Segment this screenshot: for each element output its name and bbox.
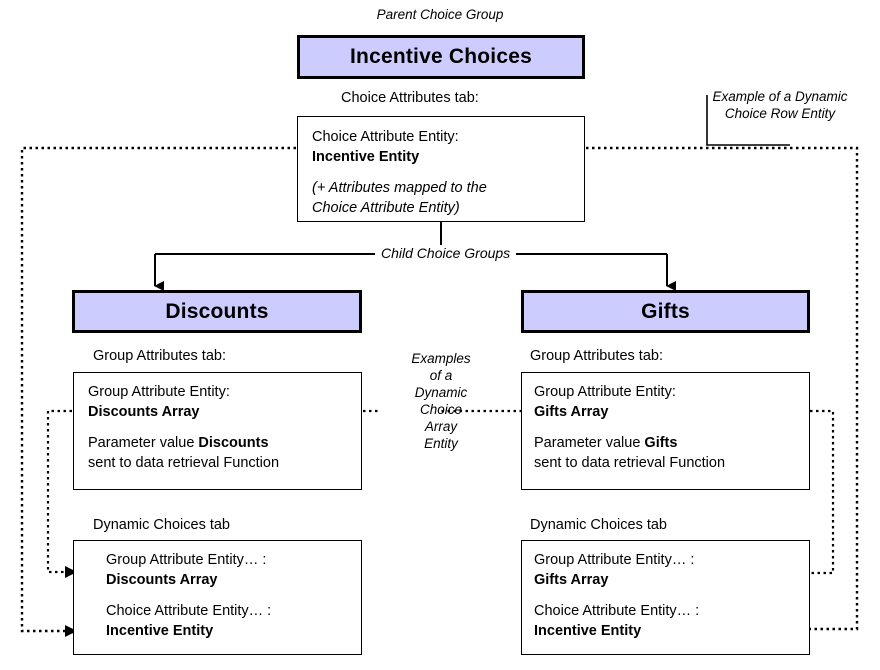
dynamic-choice-row-note-line2: Choice Row Entity [724, 106, 836, 121]
parent-group-box-incentive-choices[interactable]: Incentive Choices [297, 35, 585, 79]
dynamic-choice-array-entity-note: Examples of a Dynamic Choice Array Entit… [386, 350, 496, 452]
parameter-value-text-gifts: Parameter value Gifts sent to data retri… [534, 433, 797, 473]
spacer [88, 590, 349, 601]
group-attributes-panel-discounts[interactable]: Group Attribute Entity: Discounts Array … [73, 372, 362, 490]
spacer [534, 590, 797, 601]
parent-group-label: Incentive Choices [350, 45, 532, 68]
child-choice-groups-label: Child Choice Groups [375, 245, 517, 261]
child-group-label-discounts: Discounts [165, 299, 269, 323]
choice-attribute-entity-label: Choice Attribute Entity: [312, 129, 459, 145]
child-group-label-gifts: Gifts [641, 299, 690, 323]
group-attributes-tab-caption-discounts: Group Attributes tab: [93, 348, 226, 364]
parameter-value-discounts: Discounts [198, 435, 269, 451]
dynamic-choices-panel-gifts[interactable]: Group Attribute Entity… : Gifts Array Ch… [521, 540, 810, 655]
parameter-value-suffix-discounts: sent to data retrieval Function [88, 455, 280, 471]
mapped-attributes-note-line2: Choice Attribute Entity) [312, 200, 460, 216]
group-attributes-panel-gifts[interactable]: Group Attribute Entity: Gifts Array Para… [521, 372, 810, 490]
group-attribute-entity-label-discounts: Group Attribute Entity: [88, 384, 230, 400]
child-group-box-discounts[interactable]: Discounts [72, 290, 362, 333]
group-attribute-entity-label-gifts: Group Attribute Entity: [534, 384, 676, 400]
dynamic-choice-attribute-value-discounts: Incentive Entity [106, 623, 214, 639]
parameter-value-suffix-gifts: sent to data retrieval Function [534, 455, 726, 471]
group-attribute-entity-value-gifts: Gifts Array [534, 404, 609, 420]
parent-choice-group-note: Parent Choice Group [376, 7, 504, 22]
dynamic-choices-tab-caption-gifts: Dynamic Choices tab [530, 517, 667, 533]
center-note-line-4: Choice [419, 402, 463, 417]
dynamic-group-attribute-value-gifts: Gifts Array [534, 572, 609, 588]
mapped-attributes-note-line1: (+ Attributes mapped to the [312, 180, 487, 196]
child-group-box-gifts[interactable]: Gifts [521, 290, 810, 333]
dynamic-choices-panel-discounts[interactable]: Group Attribute Entity… : Discounts Arra… [73, 540, 362, 655]
choice-attribute-entity-value: Incentive Entity [312, 149, 420, 165]
parameter-value-gifts: Gifts [644, 435, 678, 451]
group-attributes-tab-caption-gifts: Group Attributes tab: [530, 348, 663, 364]
spacer [312, 167, 572, 178]
dynamic-group-attribute-value-discounts: Discounts Array [106, 572, 218, 588]
dynamic-choice-attribute-label-discounts: Choice Attribute Entity… : [106, 603, 272, 619]
parameter-value-prefix-discounts: Parameter value [88, 435, 199, 451]
dynamic-choice-attribute-label-gifts: Choice Attribute Entity… : [534, 603, 700, 619]
parameter-value-prefix-gifts: Parameter value [534, 435, 645, 451]
dynamic-choice-attribute-value-gifts: Incentive Entity [534, 623, 642, 639]
dynamic-group-attribute-label-discounts: Group Attribute Entity… : [106, 552, 267, 568]
dynamic-choice-row-entity-note: Example of a Dynamic Choice Row Entity [680, 88, 880, 122]
dynamic-choice-row-note-line1: Example of a Dynamic [712, 89, 848, 104]
choice-attributes-panel[interactable]: Choice Attribute Entity: Incentive Entit… [297, 116, 585, 222]
spacer [88, 422, 349, 433]
center-note-line-5: Array [424, 419, 458, 434]
center-note-line-2: of a [429, 368, 453, 383]
choice-attributes-tab-caption: Choice Attributes tab: [341, 90, 479, 106]
group-attribute-entity-value-discounts: Discounts Array [88, 404, 200, 420]
spacer [534, 422, 797, 433]
center-note-line-6: Entity [424, 436, 458, 451]
center-note-line-1: Examples [411, 351, 471, 366]
parameter-value-text-discounts: Parameter value Discounts sent to data r… [88, 433, 349, 473]
dynamic-group-attribute-label-gifts: Group Attribute Entity… : [534, 552, 695, 568]
center-note-line-3: Dynamic [414, 385, 468, 400]
dynamic-choices-tab-caption-discounts: Dynamic Choices tab [93, 517, 230, 533]
